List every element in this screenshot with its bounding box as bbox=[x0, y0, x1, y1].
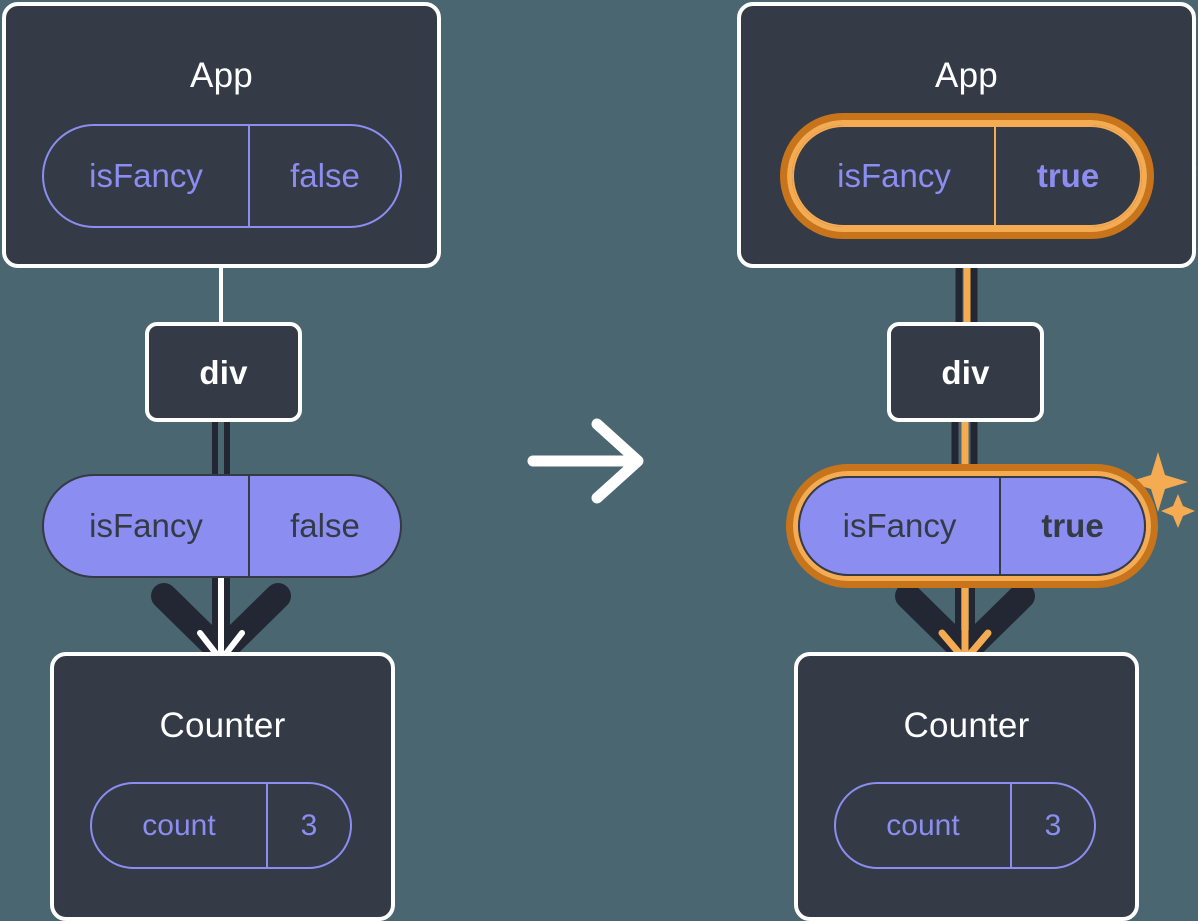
right-app-state-highlight-outer bbox=[780, 113, 1154, 239]
left-div-box[interactable]: div bbox=[145, 322, 302, 422]
left-counter-state-key: count bbox=[142, 808, 216, 842]
right-app-state-value: true bbox=[994, 127, 1140, 225]
left-counter-box[interactable]: Counter bbox=[50, 652, 395, 921]
left-prop-value: false bbox=[248, 476, 400, 576]
right-div-box[interactable]: div bbox=[887, 322, 1044, 422]
left-app-state-key: isFancy bbox=[89, 157, 203, 194]
left-prop-pill[interactable]: isFancy false bbox=[42, 474, 402, 578]
right-app-state-pill[interactable]: isFancy true bbox=[792, 125, 1142, 227]
right-app-state-highlight-inner bbox=[787, 120, 1147, 232]
right-counter-state-key: count bbox=[886, 808, 960, 842]
sparkle-prop bbox=[1128, 452, 1195, 528]
right-div-title: div bbox=[941, 354, 990, 391]
right-app-state-key: isFancy bbox=[837, 157, 951, 194]
left-counter-state-value: 3 bbox=[266, 784, 350, 867]
right-prop-pill[interactable]: isFancy true bbox=[798, 476, 1146, 576]
right-arrow-icon bbox=[527, 418, 644, 504]
right-prop-highlight-inner bbox=[793, 471, 1151, 581]
right-prop-value: true bbox=[999, 478, 1144, 574]
right-counter-state-value: 3 bbox=[1010, 784, 1094, 867]
right-prop-highlight-outer bbox=[786, 464, 1158, 588]
edge-left-prop-to-counter bbox=[151, 560, 291, 665]
right-counter-state-pill[interactable]: count 3 bbox=[834, 782, 1096, 869]
left-counter-title: Counter bbox=[159, 706, 286, 745]
left-prop-key: isFancy bbox=[89, 507, 203, 544]
left-counter-state-pill[interactable]: count 3 bbox=[90, 782, 352, 869]
left-app-title: App bbox=[190, 56, 253, 95]
left-app-state-value: false bbox=[248, 126, 400, 226]
left-div-title: div bbox=[199, 354, 248, 391]
left-app-state-pill[interactable]: isFancy false bbox=[42, 124, 402, 228]
right-app-title: App bbox=[935, 56, 998, 95]
right-counter-title: Counter bbox=[903, 706, 1030, 745]
right-prop-key: isFancy bbox=[842, 507, 957, 544]
